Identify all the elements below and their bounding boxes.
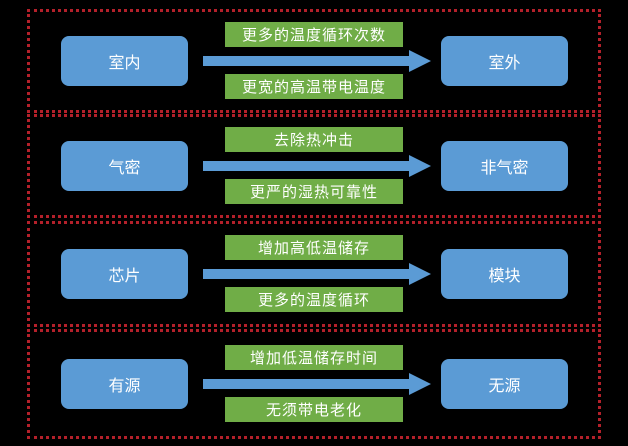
target-box: 非气密: [441, 141, 568, 191]
row-frame: 芯片 增加高低温储存 更多的温度循环 模块: [27, 221, 601, 327]
arrow-icon: [203, 373, 431, 395]
target-box: 无源: [441, 359, 568, 409]
bottom-label: 无须带电老化: [225, 397, 403, 422]
target-box: 模块: [441, 249, 568, 299]
bottom-label: 更宽的高温带电温度: [225, 74, 403, 99]
row-frame: 气密 去除热冲击 更严的湿热可靠性 非气密: [27, 114, 601, 218]
arrow-icon: [203, 263, 431, 285]
arrow-icon: [203, 155, 431, 177]
source-box: 有源: [61, 359, 188, 409]
bottom-label: 更严的湿热可靠性: [225, 179, 403, 204]
top-label: 增加高低温储存: [225, 235, 403, 260]
row-frame: 有源 增加低温储存时间 无须带电老化 无源: [27, 329, 601, 439]
target-box: 室外: [441, 36, 568, 86]
top-label: 增加低温储存时间: [225, 345, 403, 370]
source-box: 室内: [61, 36, 188, 86]
source-box: 气密: [61, 141, 188, 191]
bottom-label: 更多的温度循环: [225, 287, 403, 312]
arrow-icon: [203, 50, 431, 72]
top-label: 更多的温度循环次数: [225, 22, 403, 47]
source-box: 芯片: [61, 249, 188, 299]
row-frame: 室内 更多的温度循环次数 更宽的高温带电温度 室外: [27, 9, 601, 113]
top-label: 去除热冲击: [225, 127, 403, 152]
